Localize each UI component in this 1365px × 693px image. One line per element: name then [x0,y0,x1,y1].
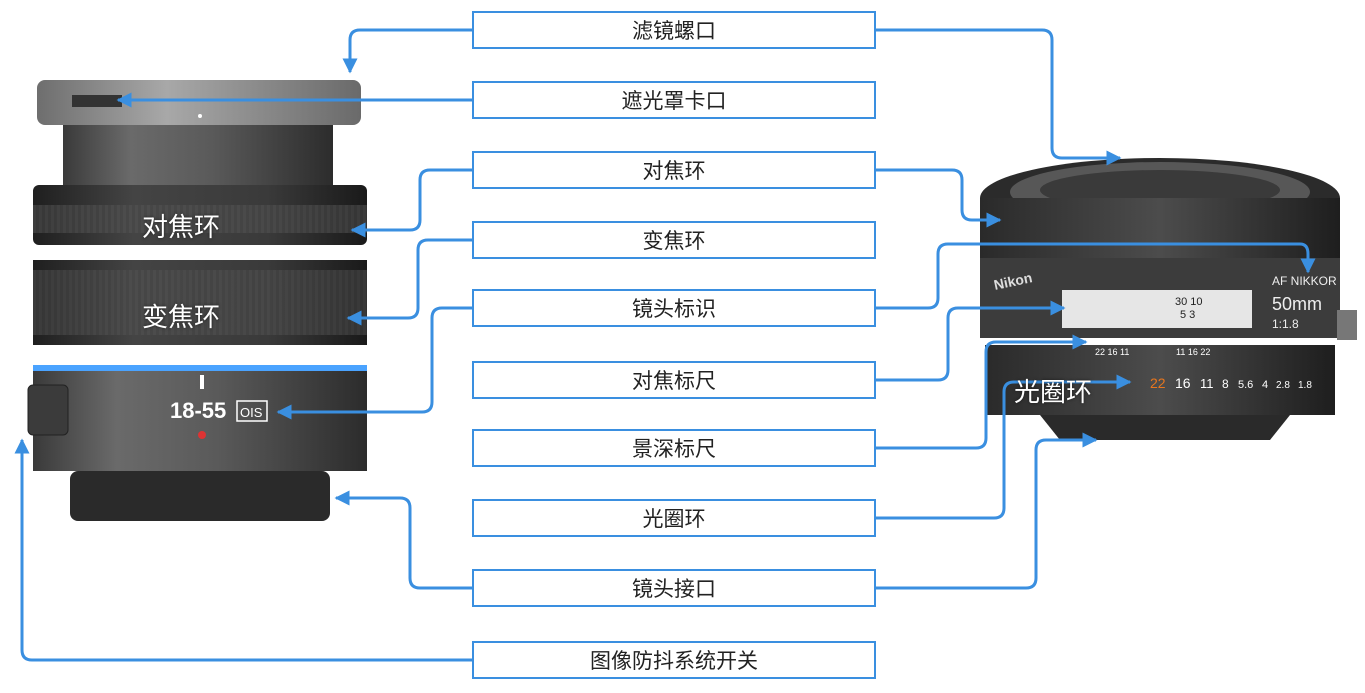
left-lens [27,80,367,521]
distance-scale-text: 30 10 [1175,296,1203,308]
aperture-value: 22 [1150,375,1166,391]
overlay-zoom-ring: 变焦环 [142,303,221,333]
distance-scale-window [1062,290,1252,328]
focal-mark: 45 [122,351,136,365]
distance-scale-text: 5 3 [1180,309,1195,321]
label-filter-thread: 滤镜螺口 [472,11,876,49]
overlay-aperture-ring: 光圈环 [1014,378,1093,408]
model-text: 18-55 [170,398,226,423]
right-focus-ring [980,198,1340,258]
label-dof-scale: 景深标尺 [472,429,876,467]
label-lens-id: 镜头标识 [472,289,876,327]
left-lens-markings: NX LENS f3.5-5.6 18-55mm OIS i-Fn 55 45 … [90,244,306,423]
aperture-value: 16 [1175,375,1191,391]
model-line: AF NIKKOR [1272,274,1337,288]
label-ois-switch: 图像防抖系统开关 [472,641,876,679]
hood-bayonet-notch [72,95,122,107]
right-lens [980,158,1357,440]
dof-scale-text: 11 16 22 [1176,347,1210,357]
hood-rim [37,80,361,125]
aperture-value: 4 [1262,379,1268,391]
aperture-value: 5.6 [1238,379,1253,391]
brand-text: Nikon [992,269,1033,293]
aperture-value: 1.8 [1298,380,1312,391]
right-mount [1040,415,1290,440]
aperture-value: 11 [1200,376,1214,391]
lens-mount-shape [70,471,330,521]
model-line: 50mm [1272,294,1322,314]
blue-accent-ring [33,365,367,371]
label-aperture-ring: 光圈环 [472,499,876,537]
right-aperture-ring [985,345,1335,415]
label-hood-bayonet: 遮光罩卡口 [472,81,876,119]
focal-mark: 35 [154,351,168,365]
label-lens-mount: 镜头接口 [472,569,876,607]
focal-mark: 18 [292,351,306,365]
overlay-focus-ring: 对焦环 [142,213,221,243]
lens-print-text: NX LENS f3.5-5.6 18-55mm OIS i-Fn [90,244,238,254]
focal-mark: 24 [228,351,242,365]
model-line: 1:1.8 [1272,317,1299,331]
aperture-value: 2.8 [1276,380,1290,391]
right-lens-markings: Nikon AF NIKKOR 50mm 1:1.8 30 10 5 3 22 … [992,269,1337,391]
label-focus-ring: 对焦环 [472,151,876,189]
label-focus-scale: 对焦标尺 [472,361,876,399]
dof-scale-text: 22 16 11 [1095,347,1129,357]
front-barrel [63,125,333,185]
label-zoom-ring: 变焦环 [472,221,876,259]
focal-mark: 55 [98,351,112,365]
aperture-value: 8 [1222,377,1229,391]
connectors [14,28,1316,662]
ois-badge-text: OIS [240,405,263,420]
